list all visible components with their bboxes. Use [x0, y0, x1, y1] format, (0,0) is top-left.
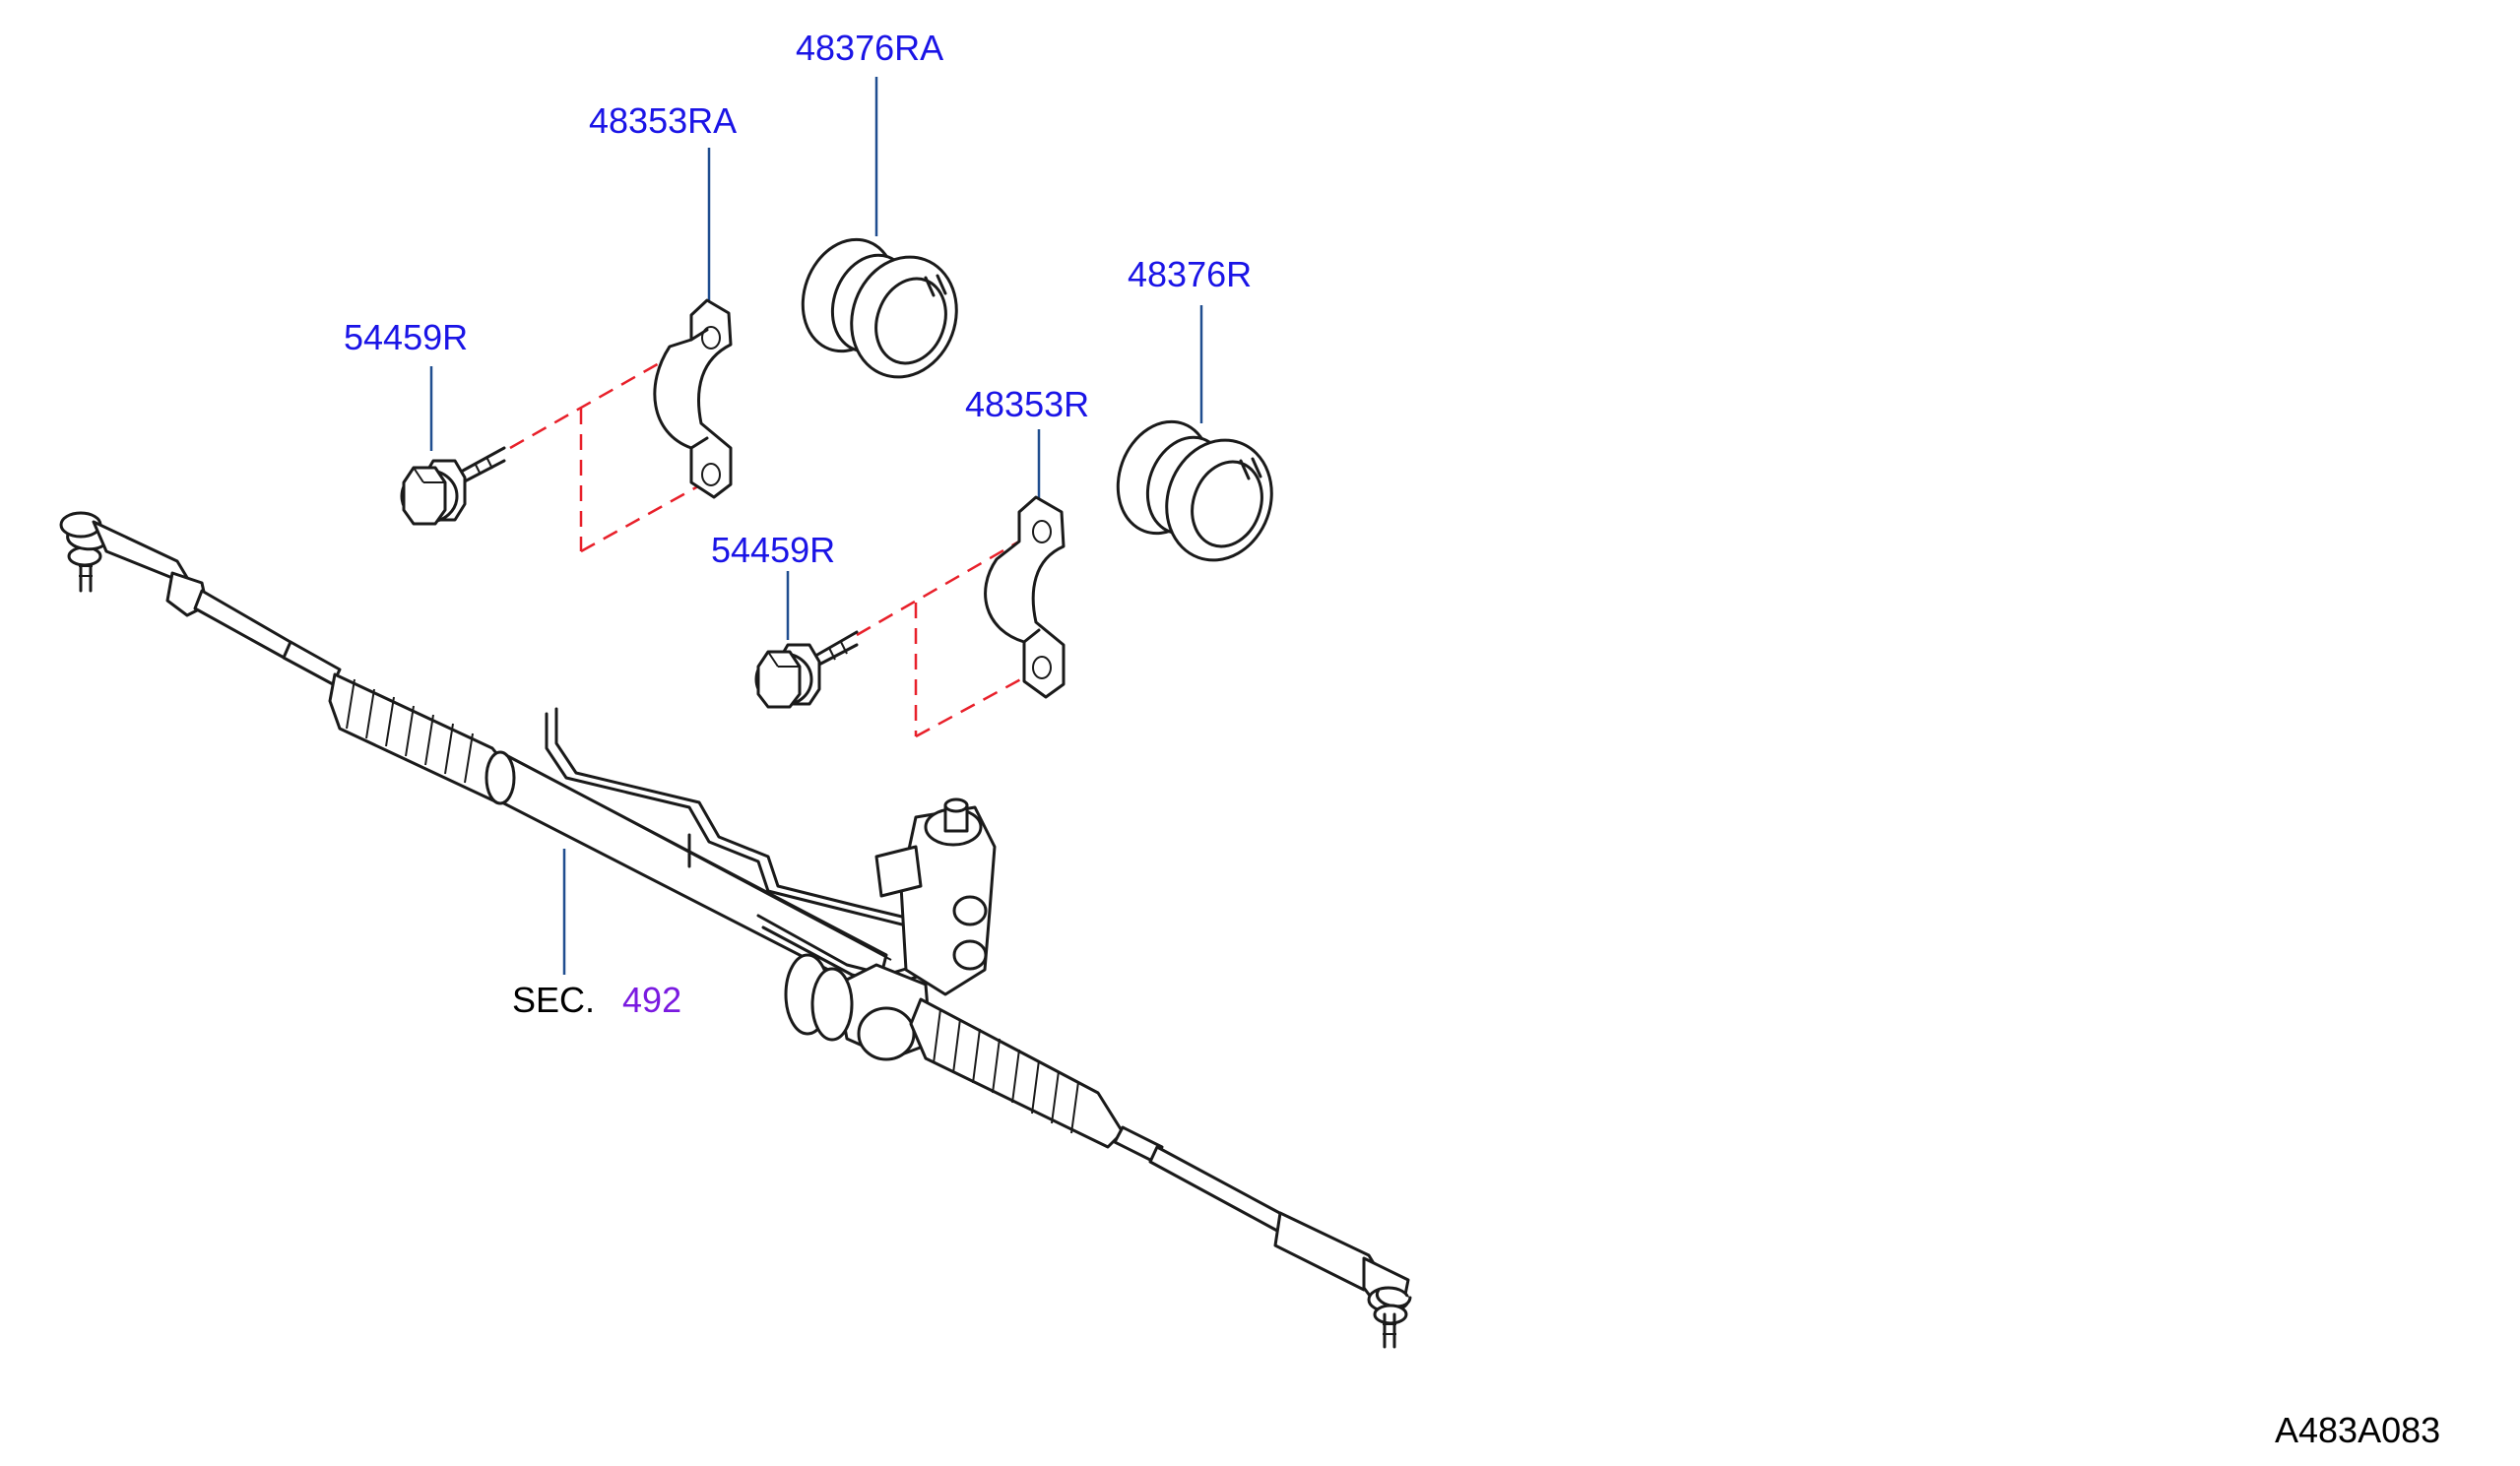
- part-label-48376R[interactable]: 48376R: [1128, 254, 1253, 294]
- boot-left: [328, 672, 514, 804]
- section-number-link[interactable]: 492: [622, 980, 682, 1020]
- tie-rod-end-right: [1273, 1211, 1412, 1349]
- part-label-48376RA[interactable]: 48376RA: [796, 28, 944, 68]
- drawing-code: A483A083: [2275, 1410, 2441, 1450]
- part-label-54459R-upper[interactable]: 54459R: [344, 317, 469, 357]
- leader-lines: [429, 77, 1203, 975]
- section-reference: SEC. 492: [512, 980, 681, 1021]
- part-label-48353RA[interactable]: 48353RA: [589, 100, 738, 141]
- clamp-lower[interactable]: [984, 495, 1066, 699]
- tie-rod-end-left: [59, 511, 209, 617]
- bushing-upper[interactable]: [788, 226, 973, 392]
- section-prefix: SEC.: [512, 980, 596, 1020]
- pinion-housing: [784, 797, 997, 1061]
- bushing-lower[interactable]: [1103, 409, 1288, 575]
- steering-rack-assembly[interactable]: [59, 511, 1412, 1349]
- boot-right: [909, 997, 1125, 1149]
- bolt-lower[interactable]: [754, 630, 859, 709]
- part-label-54459R-lower[interactable]: 54459R: [711, 530, 836, 570]
- clamp-upper[interactable]: [653, 298, 733, 499]
- part-label-48353R[interactable]: 48353R: [965, 384, 1090, 424]
- bolt-upper[interactable]: [400, 446, 506, 526]
